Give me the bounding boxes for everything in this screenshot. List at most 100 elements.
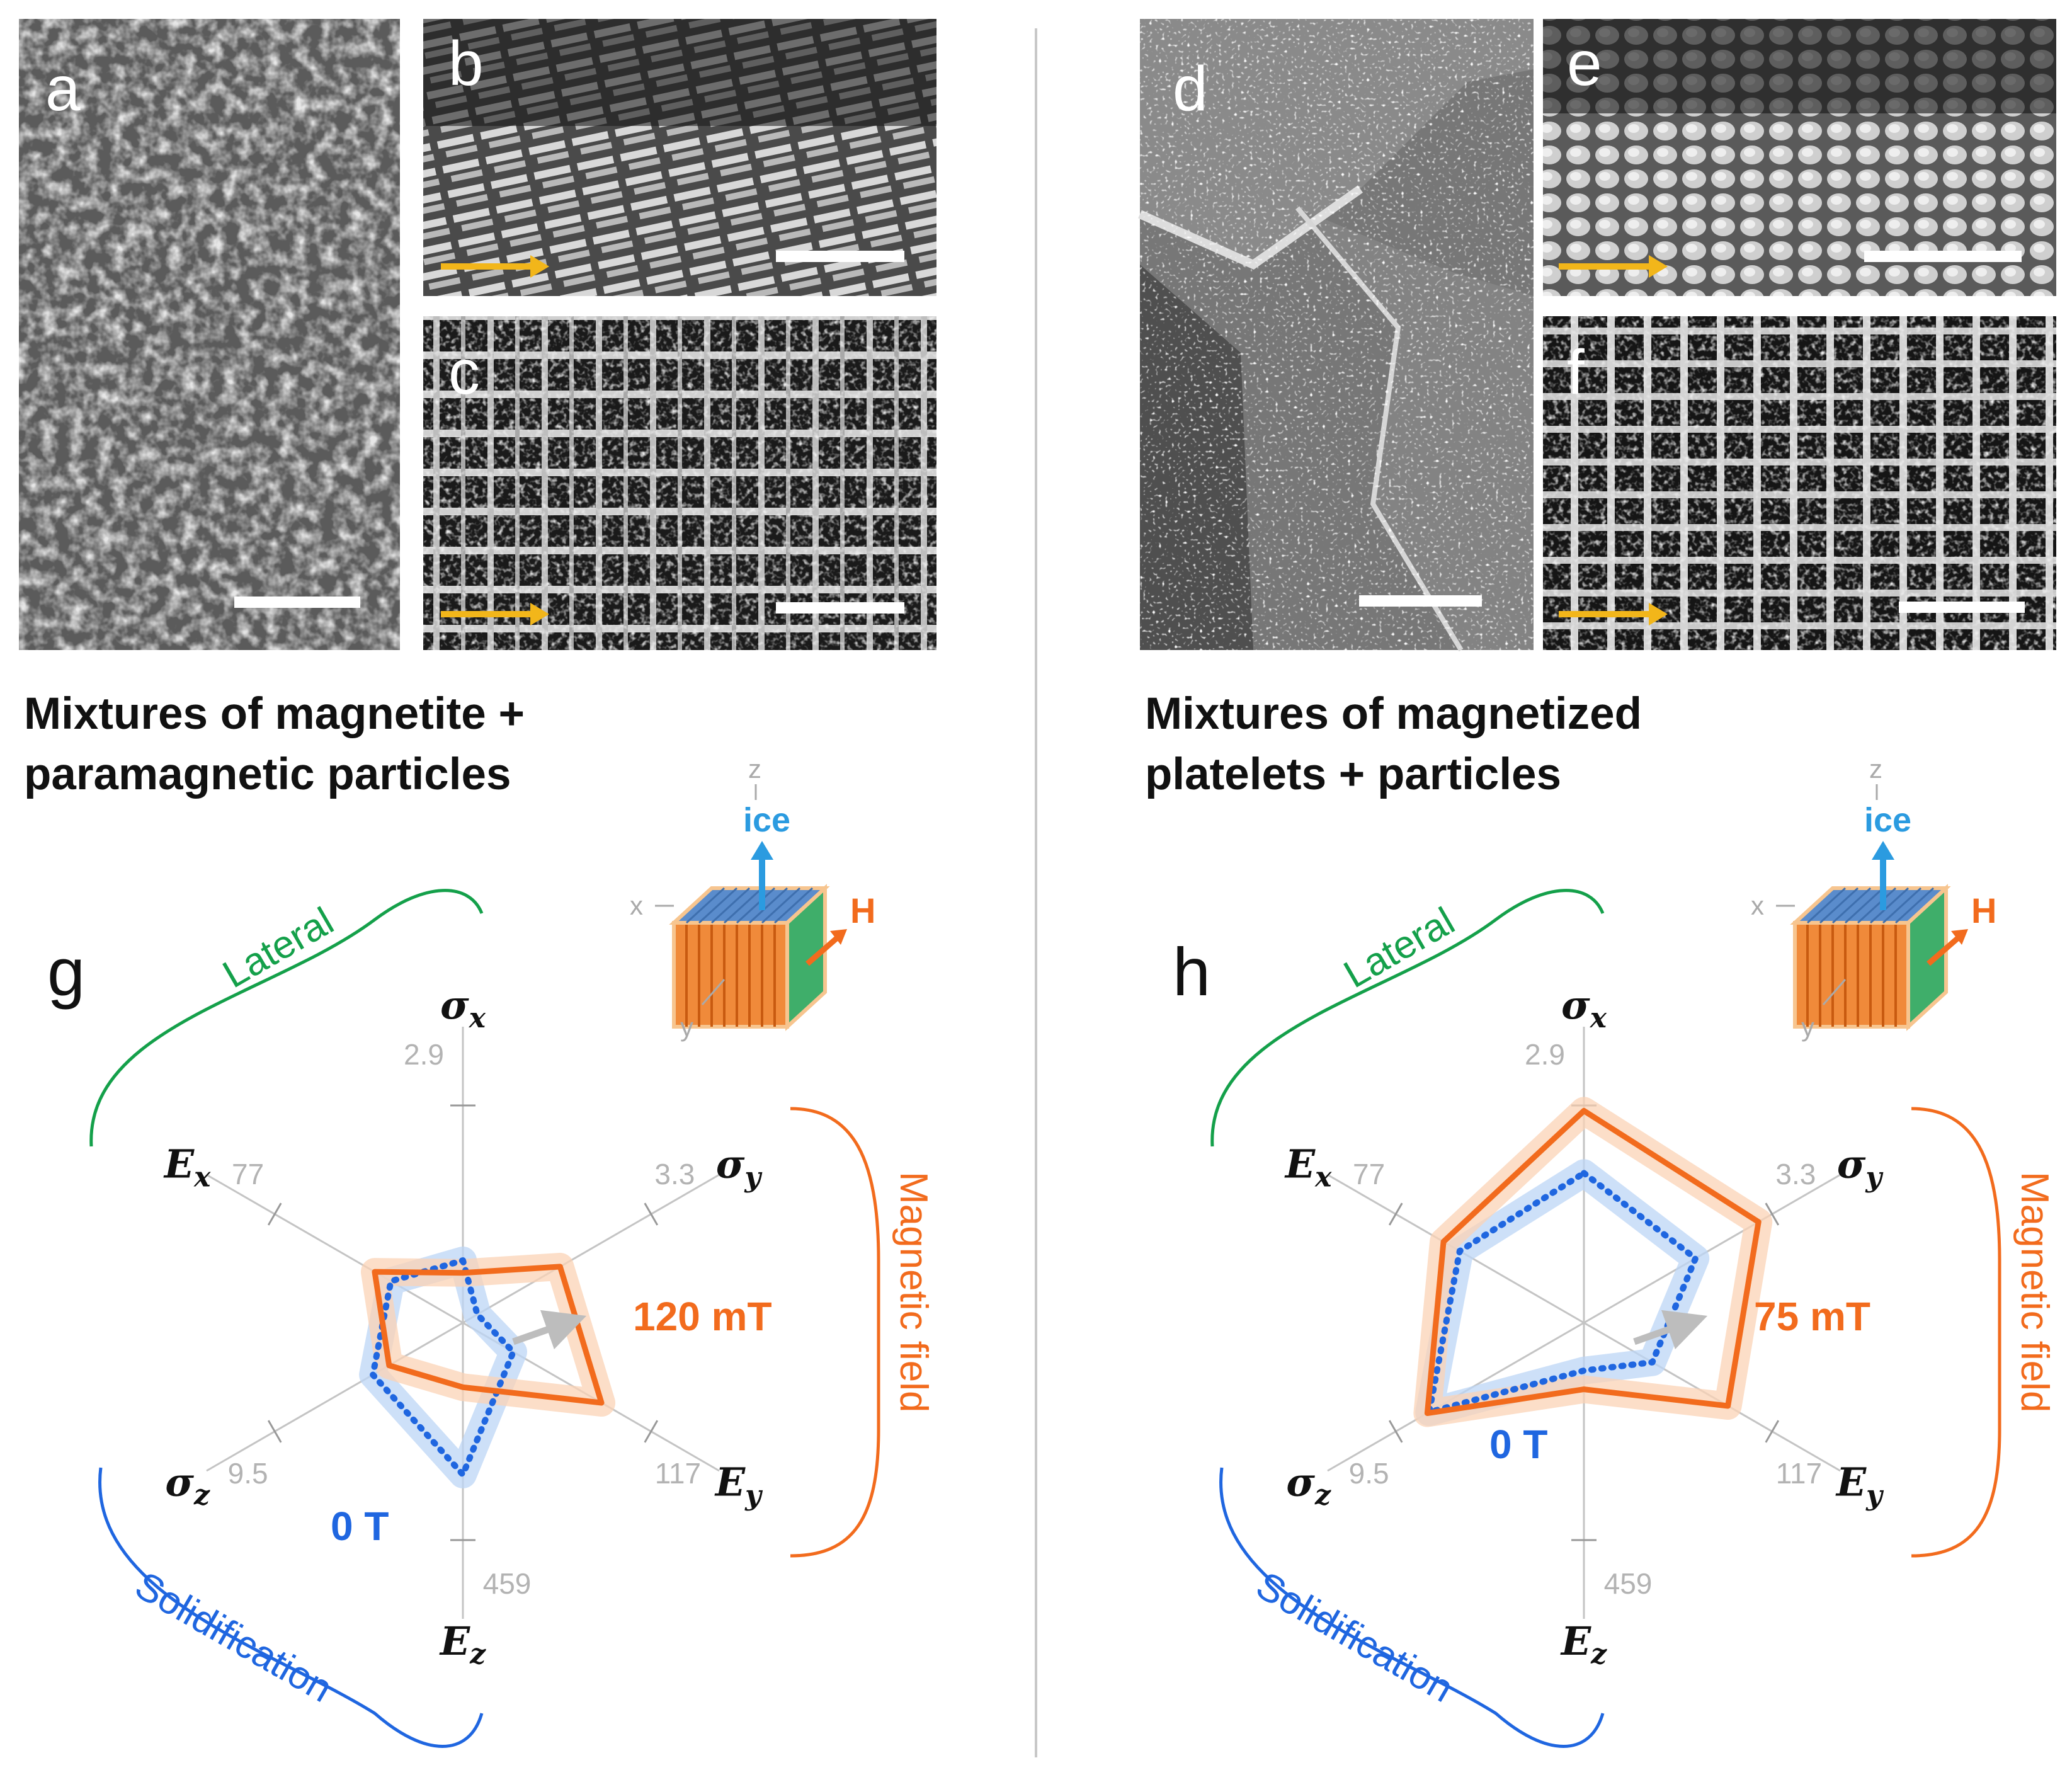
inset-plate-top [710, 887, 751, 924]
micrograph-f: f [1543, 316, 2056, 650]
inset-z-label: z [1869, 754, 1882, 784]
inset-ice-label: ice [1864, 801, 1911, 839]
radar-series-line [370, 1257, 517, 1478]
radar-axis-label: σx [440, 982, 486, 1034]
inset-plate-top [1869, 887, 1910, 924]
radar-series-line [1424, 1107, 1762, 1417]
micrograph-e: e [1543, 19, 2056, 296]
inset-h-arrowhead [830, 929, 847, 945]
radar-axis-tick [1388, 1420, 1403, 1443]
radar-axis-tick [1765, 1420, 1780, 1443]
magnetic-bracket [1911, 1107, 2001, 1558]
inset-plate-top [1819, 887, 1859, 924]
radar-axis-tick [644, 1420, 659, 1443]
radar-axis-label: Ey [1835, 1459, 1884, 1512]
radar-axis-label: Ex [1284, 1141, 1332, 1194]
radar-axis-max-label: 459 [1604, 1567, 1653, 1600]
micrograph-label: c [448, 337, 480, 408]
lateral-label: Lateral [216, 899, 341, 997]
inset-h-arrow [1927, 936, 1959, 966]
radar-axis-max-label: 117 [1776, 1457, 1822, 1490]
radar-axis-max-label: 459 [483, 1567, 532, 1600]
radar-axis-max-label: 2.9 [1525, 1038, 1565, 1071]
micrograph-label: f [1567, 337, 1585, 408]
radar-axis-max-label: 9.5 [1349, 1457, 1389, 1490]
inset-ice-arrowhead [751, 841, 773, 860]
inset-x-label: x [1751, 891, 1764, 920]
radar-axis-max-label: 3.3 [1775, 1158, 1816, 1190]
micrograph-b: b [423, 19, 936, 296]
lateral-label: Lateral [1337, 899, 1462, 997]
inset-plate-top [1882, 887, 1922, 924]
inset-x-label: x [630, 891, 643, 920]
inset-h-label: H [1971, 891, 1996, 930]
radar-axis-label: σy [716, 1141, 763, 1194]
radar-axis-label: Ez [1560, 1618, 1607, 1670]
inset-right-face [1906, 884, 1948, 1031]
field-value-label: 75 mT [1754, 1294, 1870, 1339]
radar-axis-tick [1388, 1202, 1403, 1226]
inset-z-label: z [748, 754, 761, 784]
micrograph-label: b [448, 28, 484, 99]
radar-axis-max-label: 2.9 [404, 1038, 444, 1071]
radar-axis-max-label: 3.3 [654, 1158, 695, 1190]
micrograph-label: d [1173, 54, 1208, 124]
inset-plate-top [723, 887, 763, 924]
shift-arrow [512, 1310, 587, 1350]
right-caption-line1: Mixtures of magnetized [1145, 689, 1642, 739]
radar-axis-line [1583, 1173, 1841, 1324]
zero-field-label: 0 T [1489, 1422, 1547, 1467]
solidification-bracket [1219, 1467, 1605, 1748]
zero-field-label: 0 T [331, 1504, 389, 1549]
radar-axis-max-label: 9.5 [228, 1457, 268, 1490]
solidification-label: Solidification [1249, 1563, 1460, 1711]
shift-arrow [1633, 1310, 1708, 1350]
lateral-bracket [89, 889, 484, 1147]
magnetic-bracket [790, 1107, 880, 1558]
radar-axis-label: σx [1561, 982, 1607, 1034]
left-caption-line1: Mixtures of magnetite + [24, 689, 525, 739]
inset-front-face [672, 921, 789, 1029]
inset-plate-top [1844, 887, 1884, 924]
radar-series-line [1426, 1170, 1699, 1415]
inset-y-label: y [680, 1012, 693, 1042]
radar-axis-max-label: 77 [1353, 1158, 1385, 1190]
radar-axis-max-label: 77 [232, 1158, 264, 1190]
inset-front-face [1793, 921, 1910, 1029]
radar-axis-tick [267, 1420, 282, 1443]
inset-h-arrow [805, 936, 838, 966]
inset-plate-top [773, 887, 814, 924]
radar-axis-tick [1765, 1202, 1780, 1226]
inset-h-arrowhead [1951, 929, 1968, 945]
radar-axis-label: σz [165, 1459, 210, 1512]
radar-axis-label: Ex [163, 1141, 211, 1194]
inset-plate-top [1831, 887, 1872, 924]
inset-plate-top [1894, 887, 1935, 924]
inset-ice-arrowhead [1872, 841, 1894, 860]
radar-axis-label: Ez [439, 1618, 486, 1670]
radar-axis-line [206, 1322, 464, 1472]
inset-plate-top [761, 887, 801, 924]
inset-y-axis [701, 979, 726, 1005]
inset-right-face [785, 884, 827, 1031]
magnetic-label: Magnetic field [2013, 1172, 2056, 1413]
inset-plate-top [736, 887, 776, 924]
radar-axis-line [206, 1173, 464, 1324]
micrograph-a: a [19, 19, 400, 650]
radar-axis-label: σz [1286, 1459, 1331, 1512]
inset-y-label: y [1801, 1012, 1814, 1042]
radar-axis-tick [267, 1202, 282, 1226]
micrograph-label: e [1567, 28, 1602, 99]
inset-plate-top [748, 887, 788, 924]
micrograph-d: d [1138, 19, 1534, 652]
field-value-label: 120 mT [633, 1294, 772, 1339]
magnetic-label: Magnetic field [892, 1172, 935, 1413]
inset-plate-top [1857, 887, 1897, 924]
solidification-label: Solidification [128, 1563, 339, 1711]
panel-letter-g: g [47, 934, 85, 1010]
